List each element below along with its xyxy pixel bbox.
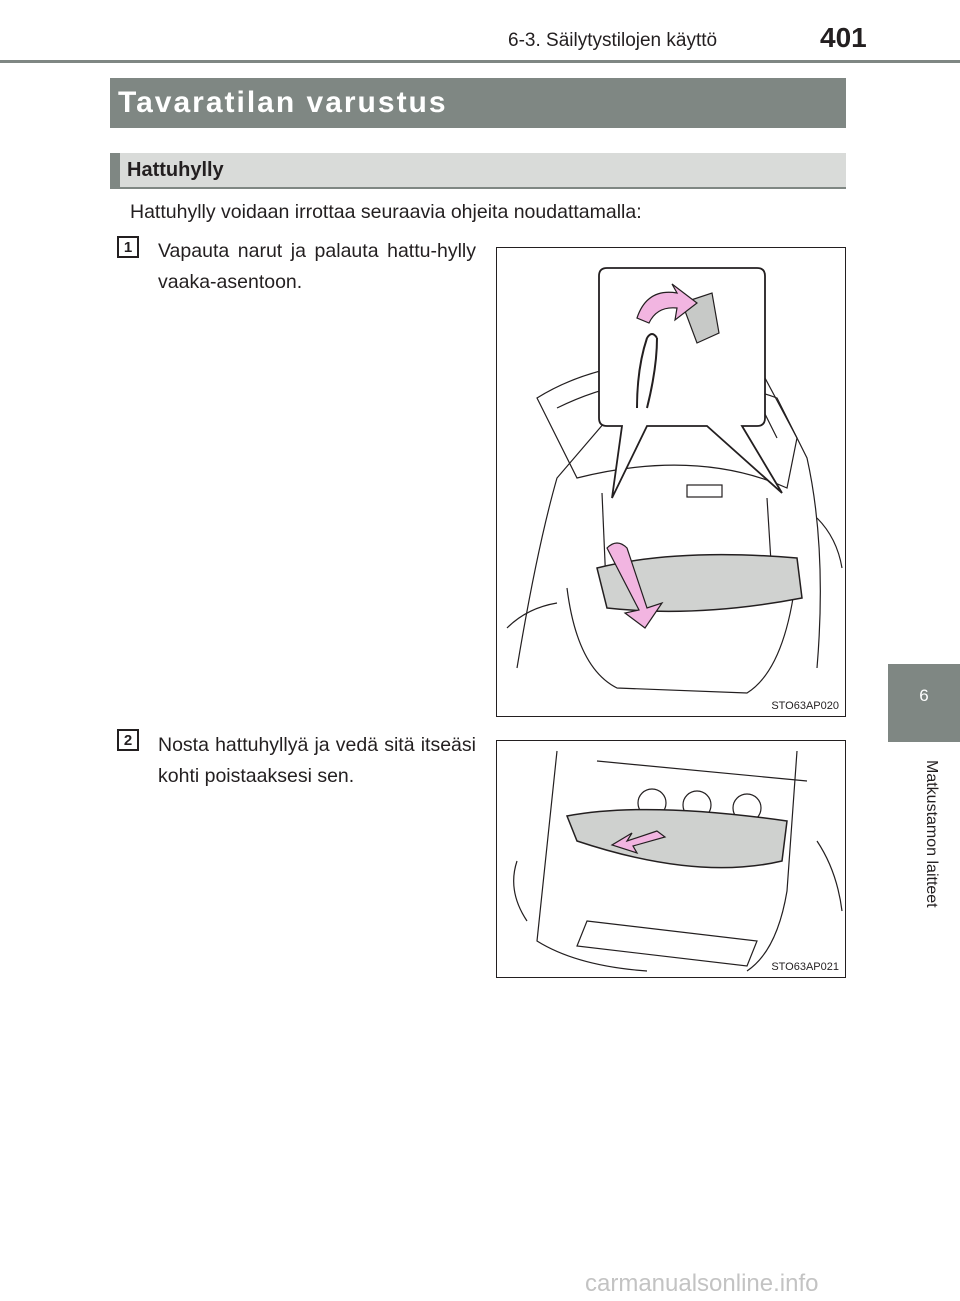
- figure-2: STO63AP021: [496, 740, 846, 978]
- cargo-area-illustration: [513, 750, 843, 972]
- chapter-number: 6: [919, 686, 929, 705]
- step-2-number: 2: [117, 729, 139, 751]
- step-1-text: Vapauta narut ja palauta hattu-hylly vaa…: [158, 240, 476, 293]
- chapter-label: Matkustamon laitteet: [923, 760, 940, 908]
- running-header-section: 6-3. Säilytystilojen käyttö: [508, 30, 718, 51]
- step-2-text: Nosta hattuhyllyä ja vedä sitä itseäsi k…: [158, 734, 476, 787]
- section-title: Tavaratilan varustus: [110, 78, 846, 128]
- step-1-number: 1: [117, 236, 139, 258]
- figure-1-code: STO63AP020: [771, 700, 839, 712]
- figure-2-code: STO63AP021: [771, 961, 839, 973]
- watermark: carmanualsonline.info: [585, 1270, 819, 1297]
- header-rule: [0, 60, 960, 63]
- hatchback-open-illustration: [506, 267, 843, 694]
- intro-text: Hattuhylly voidaan irrottaa seuraavia oh…: [130, 201, 642, 223]
- subheading: Hattuhylly: [110, 153, 846, 189]
- page-number: 401: [820, 22, 867, 53]
- figure-1: STO63AP020: [496, 247, 846, 717]
- chapter-tab: 6: [888, 664, 960, 742]
